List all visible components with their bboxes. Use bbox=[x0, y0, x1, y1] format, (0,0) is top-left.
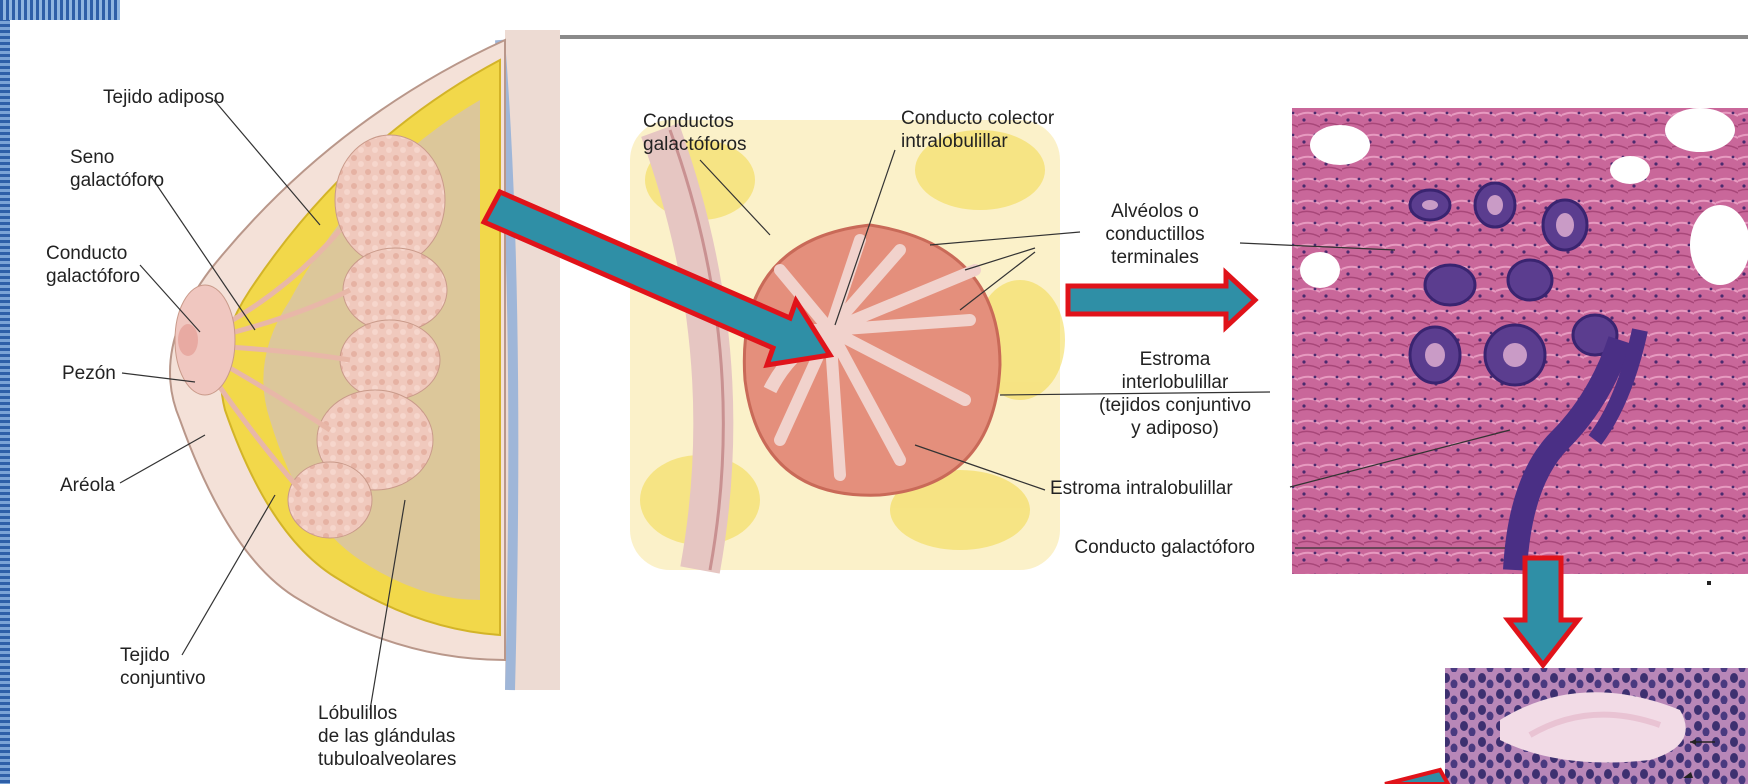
label-nipple: Pezón bbox=[62, 362, 116, 385]
histology-micrograph bbox=[1240, 108, 1748, 585]
arrow-lobule-to-histology bbox=[1068, 273, 1255, 327]
label-interlobular-stroma: Estroma interlobulillar (tejidos conjunt… bbox=[1075, 348, 1275, 440]
label-lactiferous-sinus: Seno galactóforo bbox=[70, 146, 164, 192]
label-lactiferous-duct: Conducto galactóforo bbox=[1010, 536, 1255, 559]
epithelium-micrograph bbox=[1445, 668, 1748, 784]
label-alveoli: Alvéolos o conductillos terminales bbox=[1075, 200, 1235, 269]
lobule-illustration bbox=[630, 120, 1270, 570]
label-areola: Aréola bbox=[60, 474, 115, 497]
label-lactiferous-duct-overview: Conducto galactóforo bbox=[46, 242, 140, 288]
label-adipose-tissue: Tejido adiposo bbox=[103, 86, 224, 109]
nipple bbox=[178, 324, 198, 356]
arrow-partial bbox=[1385, 770, 1448, 784]
arrow-histology-to-cells bbox=[1508, 558, 1578, 665]
label-intralobular-collecting-duct: Conducto colector intralobulillar bbox=[901, 107, 1054, 153]
label-lactiferous-ducts: Conductos galactóforos bbox=[643, 110, 747, 156]
label-intralobular-stroma: Estroma intralobulillar bbox=[1050, 477, 1233, 500]
label-connective-tissue: Tejido conjuntivo bbox=[120, 644, 206, 690]
label-lobules: Lóbulillos de las glándulas tubuloalveol… bbox=[318, 702, 456, 771]
